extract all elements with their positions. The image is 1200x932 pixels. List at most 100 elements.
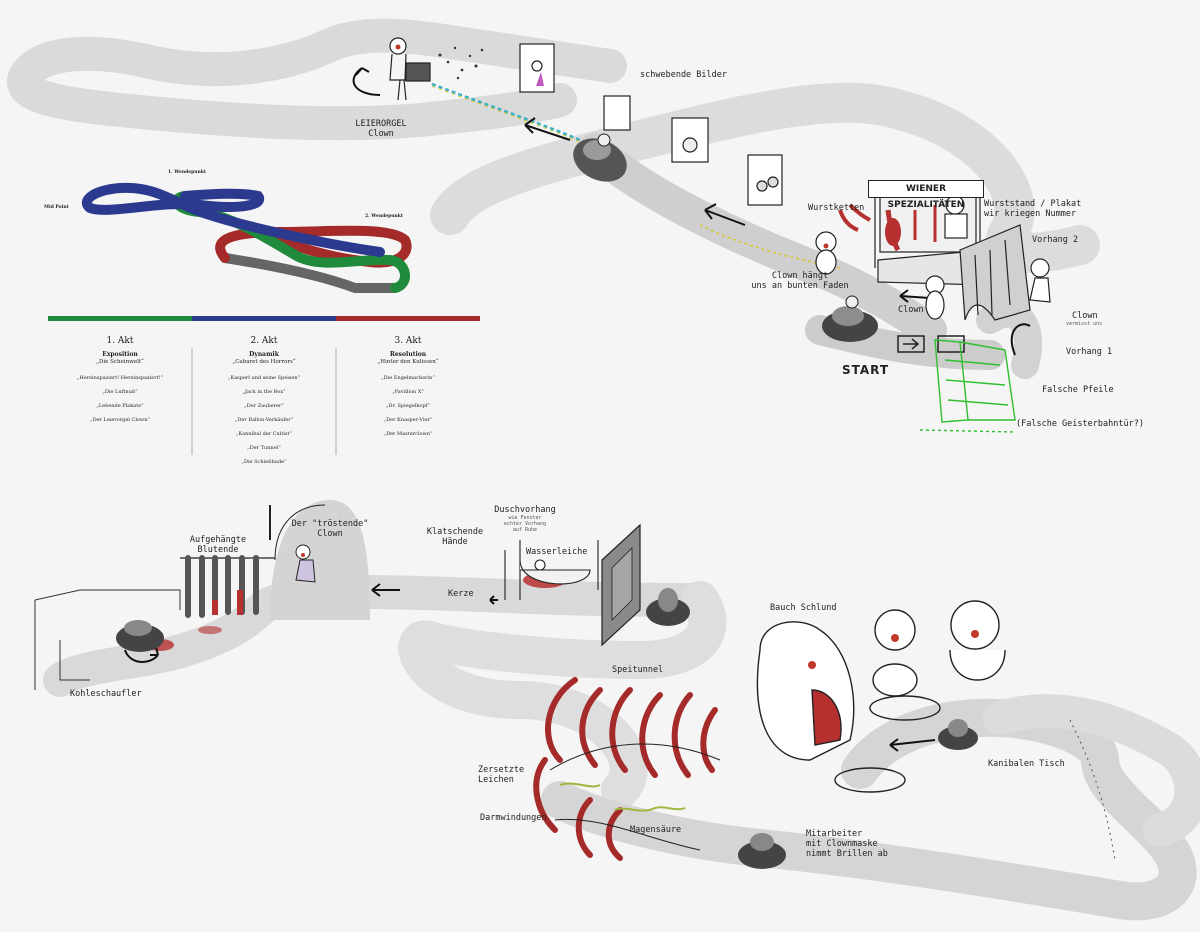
upper-loop-track bbox=[7, 18, 627, 141]
act-2-title: 2. Akt bbox=[250, 336, 278, 346]
label-clown-right-sub: vermisst uns bbox=[1066, 321, 1103, 327]
comfort-clown-arch bbox=[270, 500, 370, 620]
act-item: „Der Masterclown“ bbox=[383, 431, 433, 437]
ghost-door bbox=[601, 523, 641, 647]
label-kerze: Kerze bbox=[448, 589, 474, 599]
ride-ramp bbox=[578, 133, 947, 347]
intestine-tube bbox=[549, 743, 721, 851]
label-schwebende-bilder: schwebende Bilder bbox=[640, 70, 727, 80]
sign-wiener-spezialitaeten: WIENER SPEZIALITÄTEN bbox=[868, 180, 984, 210]
act-bar-1 bbox=[48, 316, 192, 321]
curved-arrow-icon bbox=[352, 67, 381, 96]
act-2: 2. Akt Dynamik „Cabaret des Horrors“ „Ka… bbox=[189, 336, 339, 473]
arrow-left-icon bbox=[889, 738, 936, 752]
coal-room bbox=[34, 589, 181, 690]
act-2-quote: „Cabaret des Horrors“ bbox=[232, 359, 296, 365]
bottom-track bbox=[43, 575, 1200, 921]
false-ghost-door bbox=[919, 339, 1016, 433]
act-item: „Der Zauberer“ bbox=[244, 403, 284, 409]
arrow-left-icon bbox=[524, 117, 571, 141]
clown-figures-top bbox=[815, 195, 1051, 320]
act-item: „Der Leierorgel Clown“ bbox=[89, 417, 150, 423]
act-3-title: 3. Akt bbox=[394, 336, 422, 346]
ride-car-start bbox=[822, 295, 878, 342]
act-item: „Die Engelmacherin“ bbox=[381, 375, 435, 381]
act-1-title: 1. Akt bbox=[106, 336, 134, 346]
act-item: „Jack in the Box“ bbox=[242, 389, 286, 395]
act-item: „Hereinspaziert! Hereinspaziert!“ bbox=[76, 375, 164, 381]
curved-arrow-icon bbox=[124, 646, 159, 663]
label-falsche-tuer: (Falsche Geisterbahntür?) bbox=[1016, 419, 1144, 429]
label-duschvorhang: Duschvorhang bbox=[494, 505, 556, 515]
act-item: „Die Schießbude“ bbox=[241, 459, 287, 465]
label-bauch-schlund: Bauch Schlund bbox=[770, 603, 837, 613]
floating-pictures bbox=[519, 43, 783, 206]
arrow-left-icon bbox=[704, 203, 746, 226]
start-area bbox=[897, 335, 965, 353]
label-darmwindungen: Darmwindungen bbox=[480, 813, 547, 823]
act-bar-3 bbox=[336, 316, 480, 321]
act-3: 3. Akt Resolution „Hinter den Kulissen“ … bbox=[333, 336, 483, 445]
act-item: „Der Ballon-Verkäufer“ bbox=[234, 417, 294, 423]
label-kanibalen-tisch: Kanibalen Tisch bbox=[988, 759, 1065, 769]
act-item: „Dr. Spiegelkopf“ bbox=[385, 403, 431, 409]
mini-map bbox=[82, 182, 412, 293]
arrow-left-icon bbox=[371, 583, 400, 597]
label-wasserleiche: Wasserleiche bbox=[526, 547, 588, 557]
giant-clowns bbox=[756, 600, 1006, 793]
map-track-gray bbox=[220, 253, 400, 293]
label-troestende-clown: Der "tröstende"Clown bbox=[291, 519, 369, 539]
ride-car bbox=[573, 133, 627, 182]
lower-track-right bbox=[983, 694, 1200, 847]
shower-bath bbox=[504, 540, 599, 600]
label-clown-right: Clown bbox=[1072, 311, 1098, 321]
act-3-quote: „Hinter den Kulissen“ bbox=[377, 359, 439, 365]
arrow-left-icon bbox=[899, 289, 931, 303]
stomach-acid bbox=[559, 782, 686, 812]
act-item: „Pavillion X“ bbox=[392, 389, 424, 395]
act-2-subtitle: Dynamik bbox=[249, 351, 279, 358]
act-bar-2 bbox=[192, 316, 336, 321]
spit-tunnel-spirals bbox=[533, 677, 718, 861]
label-wurstketten: Wurstketten bbox=[808, 203, 865, 213]
label-magensaeure: Magensäure bbox=[630, 825, 682, 835]
lower-track-mid bbox=[398, 581, 727, 809]
map-track-blue bbox=[82, 182, 385, 257]
act-1: 1. Akt Exposition „Die Scheinwelt“ „Here… bbox=[45, 336, 195, 431]
act-item: „Kasperl und seine Speisen“ bbox=[227, 375, 301, 381]
act-item: „Die Luftnuß“ bbox=[102, 389, 138, 395]
act-1-list: „Hereinspaziert! Hereinspaziert!“ „Die L… bbox=[45, 375, 195, 423]
act-item: „Der Knasper-Vier“ bbox=[383, 417, 433, 423]
act-1-quote: „Die Scheinwelt“ bbox=[96, 359, 144, 365]
act-item: „Lebende Plakate“ bbox=[96, 403, 144, 409]
label-vorhang-2: Vorhang 2 bbox=[1032, 235, 1079, 245]
curved-arrow-icon bbox=[1010, 323, 1031, 356]
label-clown-small: Clown bbox=[898, 305, 924, 315]
track-arrows-bottom bbox=[124, 583, 936, 752]
label-falsche-pfeile: Falsche Pfeile bbox=[1042, 385, 1114, 395]
ride-car-bottom bbox=[116, 588, 978, 869]
map-label-mid-point: Mid Point bbox=[44, 205, 69, 210]
organ-clown bbox=[389, 37, 431, 101]
arrow-left-icon bbox=[489, 595, 498, 605]
track-arrows-top bbox=[352, 67, 1031, 356]
label-vorhang-1: Vorhang 1 bbox=[1066, 347, 1113, 357]
act-item: „Kannibal der Cultist“ bbox=[235, 431, 293, 437]
label-speitunnel: Speitunnel bbox=[612, 665, 664, 675]
act-1-subtitle: Exposition bbox=[102, 351, 138, 358]
curtain-2 bbox=[959, 224, 1031, 321]
label-kohleschaufler: Kohleschaufler bbox=[70, 689, 142, 699]
act-item: „Der Tunnel“ bbox=[247, 445, 281, 451]
act-3-list: „Die Engelmacherin“ „Pavillion X“ „Dr. S… bbox=[333, 375, 483, 437]
map-label-wendepunkt-2: 2. Wendepunkt bbox=[365, 214, 403, 219]
track-seam bbox=[1069, 719, 1116, 861]
act-2-list: „Kasperl und seine Speisen“ „Jack in the… bbox=[189, 375, 339, 465]
